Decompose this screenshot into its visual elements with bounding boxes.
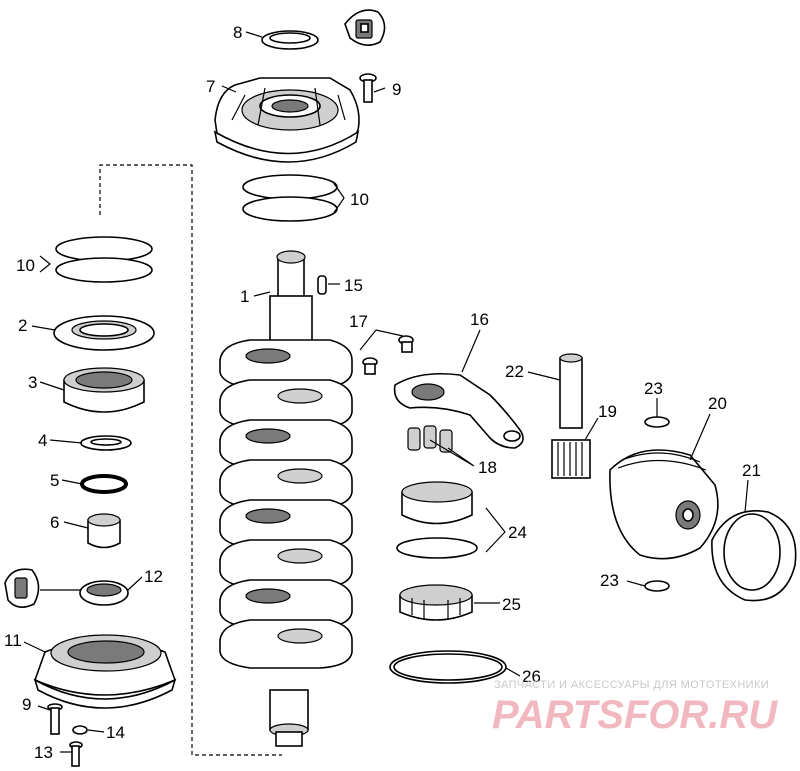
lubricant-icon-top xyxy=(344,9,386,46)
label-11: 11 xyxy=(4,631,22,650)
label-25: 25 xyxy=(502,595,521,614)
crankshaft-journal xyxy=(245,428,291,444)
label-21: 21 xyxy=(742,461,761,480)
part-13-bolt xyxy=(69,741,83,767)
label-4: 4 xyxy=(38,431,47,450)
part-8-seal xyxy=(261,30,319,50)
part-23-clip-top xyxy=(644,416,670,428)
label-14: 14 xyxy=(106,723,125,742)
crankshaft-journal xyxy=(277,548,323,564)
part-2-seal xyxy=(53,315,155,351)
watermark: ЗАПЧАСТИ И АКСЕССУАРЫ ДЛЯ МОТОТЕХНИКИ PA… xyxy=(492,679,778,737)
label-15: 15 xyxy=(344,276,363,295)
label-8: 8 xyxy=(233,23,242,42)
label-24: 24 xyxy=(508,523,527,542)
label-5: 5 xyxy=(50,471,59,490)
label-23-top: 23 xyxy=(644,379,663,398)
label-18: 18 xyxy=(478,458,497,477)
part-19-needle-bearing xyxy=(551,439,591,479)
part-15-key xyxy=(317,275,327,295)
label-26: 26 xyxy=(522,667,541,686)
label-16: 16 xyxy=(470,310,489,329)
crankshaft-journal xyxy=(277,468,323,484)
label-22: 22 xyxy=(505,362,524,381)
part-24-bearing-ring xyxy=(396,481,478,559)
label-3: 3 xyxy=(28,373,37,392)
watermark-tagline: ЗАПЧАСТИ И АКСЕССУАРЫ ДЛЯ МОТОТЕХНИКИ xyxy=(494,679,769,691)
part-9-bolt-top xyxy=(359,73,377,103)
label-17: 17 xyxy=(349,312,368,331)
label-1: 1 xyxy=(240,287,249,306)
part-12-seal xyxy=(79,580,129,606)
label-19: 19 xyxy=(598,402,617,421)
part-4-washer xyxy=(80,435,132,451)
part-25-roller-cage xyxy=(399,584,473,621)
label-12: 12 xyxy=(144,567,163,586)
label-20: 20 xyxy=(708,394,727,413)
crankshaft-journal xyxy=(277,388,323,404)
crankshaft-journal xyxy=(245,508,291,524)
label-9-bottom: 9 xyxy=(22,695,31,714)
part-17-bolts xyxy=(359,329,414,375)
label-9-top: 9 xyxy=(392,80,401,99)
part-16-connecting-rod xyxy=(393,372,524,449)
label-7: 7 xyxy=(206,77,215,96)
part-5-ring xyxy=(80,474,128,494)
part-11-lower-housing xyxy=(33,634,177,709)
crankshaft-journal xyxy=(245,348,291,364)
part-18-bearing-halves xyxy=(407,425,453,453)
part-10-orings-left xyxy=(55,236,153,283)
part-9-bolt-bottom xyxy=(47,703,63,735)
part-22-piston-pin xyxy=(559,353,583,429)
part-number-labels: 8 7 9 10 10 1 15 17 16 2 22 3 23 20 19 4… xyxy=(4,23,761,762)
part-3-roller-bearing xyxy=(63,367,145,413)
label-23-bottom: 23 xyxy=(600,571,619,590)
lubricant-icon-left xyxy=(4,568,80,608)
part-21-sleeve xyxy=(711,510,797,602)
label-2: 2 xyxy=(18,316,27,335)
part-10-orings-right xyxy=(242,174,338,222)
leader-lines xyxy=(23,31,749,753)
part-26-retaining-ring xyxy=(389,650,507,684)
crankshaft-journal xyxy=(245,588,291,604)
part-1-crankshaft xyxy=(219,250,353,747)
part-7-upper-housing xyxy=(213,77,360,163)
label-13: 13 xyxy=(34,743,53,762)
watermark-brand: PARTSFOR.RU xyxy=(492,693,778,737)
assembly-guide-dashed xyxy=(99,164,282,756)
label-10-left: 10 xyxy=(16,256,35,275)
part-6-sleeve xyxy=(87,513,121,549)
crankshaft-journal xyxy=(277,628,323,644)
part-23-clip-bottom xyxy=(644,580,670,592)
crankshaft-web xyxy=(219,619,353,669)
part-20-piston xyxy=(609,449,719,560)
label-10-right: 10 xyxy=(350,190,369,209)
label-6: 6 xyxy=(50,513,59,532)
part-14-washer xyxy=(72,725,88,735)
